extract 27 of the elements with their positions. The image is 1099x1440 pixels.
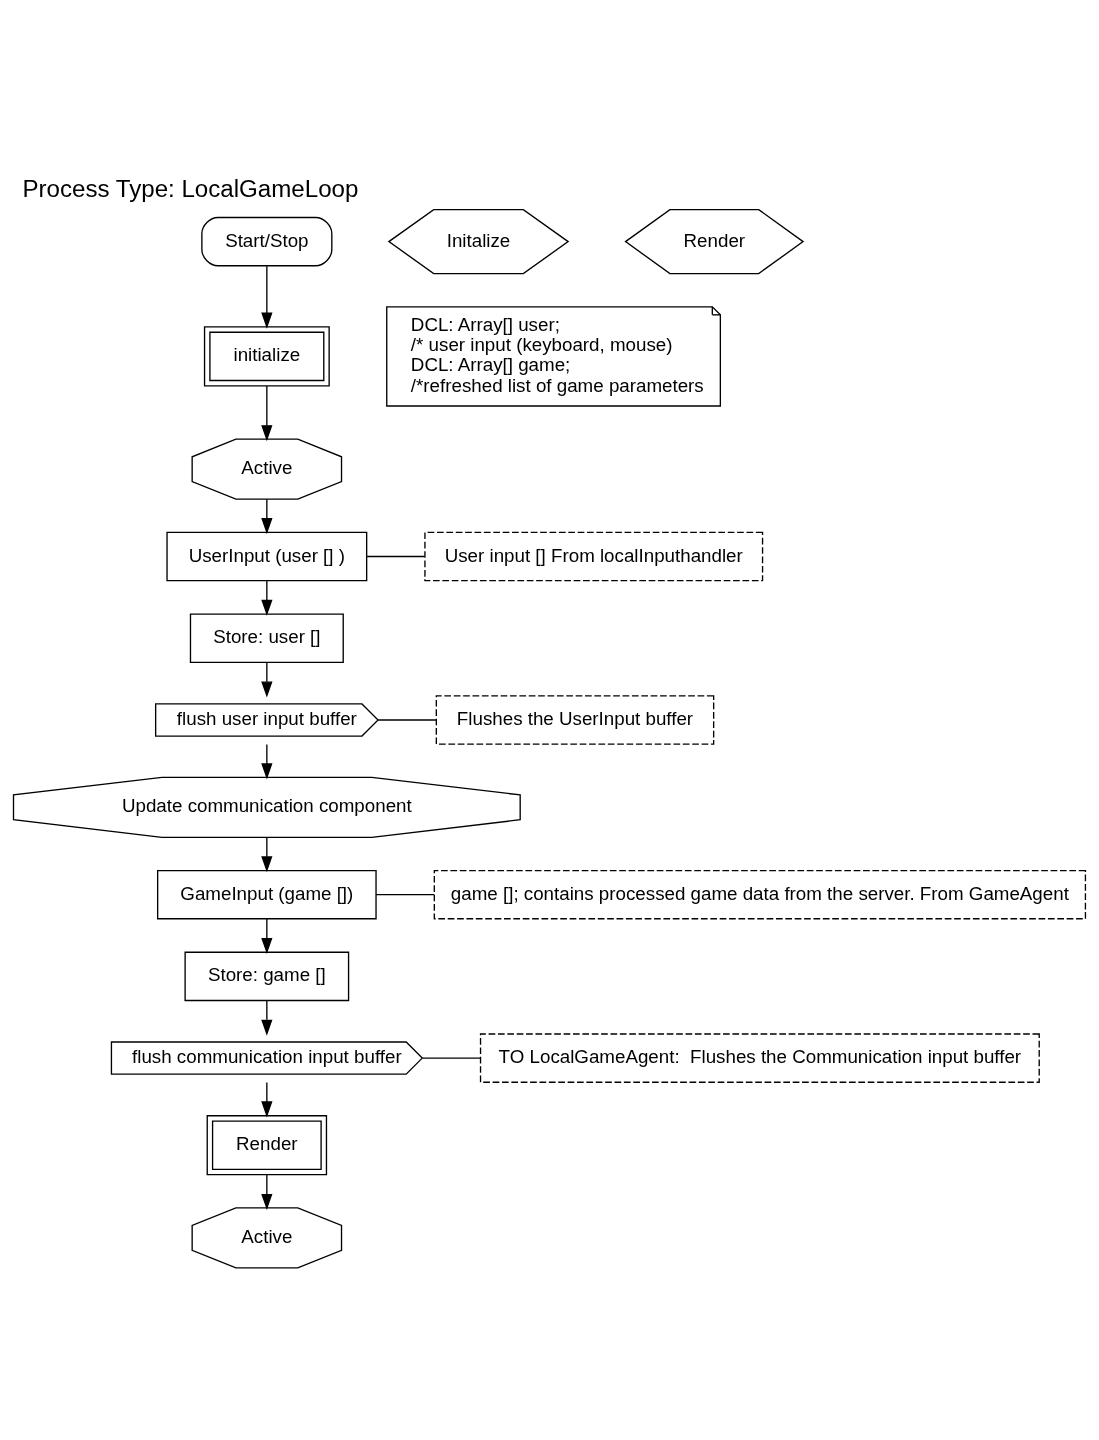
arrow [261, 918, 273, 954]
connector [375, 894, 435, 896]
arrow [261, 580, 273, 616]
node-box: UserInput (user [] ) [166, 531, 368, 582]
node-box: initialize [203, 326, 330, 387]
node-box: Store: game [] [184, 951, 350, 1002]
arrow [261, 265, 273, 329]
arrow [261, 743, 273, 780]
node-box: Render [206, 1115, 328, 1176]
node-box: GameInput (game []) [157, 869, 377, 920]
arrow [261, 385, 273, 442]
node-box: game []; contains processed game data from the server. From GameAgent [433, 869, 1087, 920]
connector [377, 719, 437, 721]
node-box: Start/Stop [201, 216, 333, 267]
arrow [261, 836, 273, 873]
node-box: User input [] From localInputhandler [424, 531, 764, 582]
arrow [261, 661, 273, 698]
diagram-title: Process Type: LocalGameLoop [22, 175, 359, 203]
arrow [261, 999, 273, 1036]
connector [421, 1057, 482, 1059]
arrow [261, 498, 273, 535]
arrow [261, 1081, 273, 1118]
node-box: Store: user [] [189, 613, 344, 664]
connector [366, 555, 426, 558]
arrow [261, 1174, 273, 1210]
node-box: Flushes the UserInput buffer [435, 695, 715, 745]
node-box: TO LocalGameAgent: Flushes the Communication input buffer [479, 1033, 1040, 1083]
